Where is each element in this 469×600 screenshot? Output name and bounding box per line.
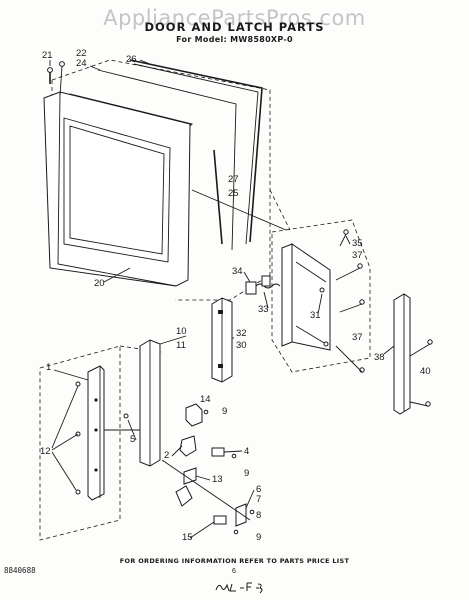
callout-37: 37: [352, 250, 363, 261]
callout-9b: 9: [244, 468, 249, 479]
callout-20: 20: [94, 278, 105, 289]
callout-11: 11: [176, 340, 186, 351]
callout-27: 27: [228, 174, 239, 185]
callout-13: 13: [212, 474, 223, 485]
door-assembly: [43, 59, 291, 301]
callout-1: 1: [46, 362, 51, 373]
callout-30: 30: [236, 340, 247, 351]
callout-7: 7: [256, 494, 261, 505]
ordering-note: FOR ORDERING INFORMATION REFER TO PARTS …: [119, 557, 350, 565]
door-hinge-bar: [211, 297, 233, 383]
callout-8: 8: [256, 510, 261, 521]
diagram-title: DOOR AND LATCH PARTS: [144, 20, 325, 34]
callout-15: 15: [182, 532, 193, 543]
callout-9a: 9: [222, 406, 227, 417]
callout-34: 34: [232, 266, 243, 277]
callout-6: 6: [256, 484, 261, 495]
callout-labels: 21 22 24 26 27 25 20 35 37 34 33 31 32 3…: [40, 48, 431, 543]
callout-leaders: [49, 59, 395, 539]
callout-9c: 9: [256, 532, 261, 543]
callout-37b: 37: [352, 332, 363, 343]
callout-12: 12: [40, 446, 51, 457]
watermark: AppliancePartsPros.com: [103, 6, 366, 30]
callout-21: 21: [42, 50, 53, 61]
callout-22: 22: [76, 48, 87, 59]
callout-14: 14: [200, 394, 211, 405]
callout-33: 33: [258, 304, 269, 315]
callout-32: 32: [236, 328, 247, 339]
callout-25: 25: [228, 188, 239, 199]
callout-31: 31: [310, 310, 321, 321]
callout-5: 5: [130, 434, 135, 445]
side-bar-38: [393, 293, 433, 415]
callout-26: 26: [126, 54, 137, 65]
callout-40: 40: [420, 366, 431, 377]
page-number: 6: [232, 568, 236, 575]
interlock-assembly: [39, 339, 255, 541]
callout-38: 38: [374, 352, 385, 363]
callout-35: 35: [352, 238, 363, 249]
document-code: 8840688: [4, 566, 36, 575]
callout-10: 10: [176, 326, 187, 337]
callout-4: 4: [244, 446, 249, 457]
callout-2: 2: [164, 450, 169, 461]
handwritten-note: [215, 582, 263, 594]
latch-plate-assembly: [245, 219, 371, 373]
model-line: For Model: MW8580XP-0: [176, 35, 293, 44]
callout-24: 24: [76, 58, 87, 69]
